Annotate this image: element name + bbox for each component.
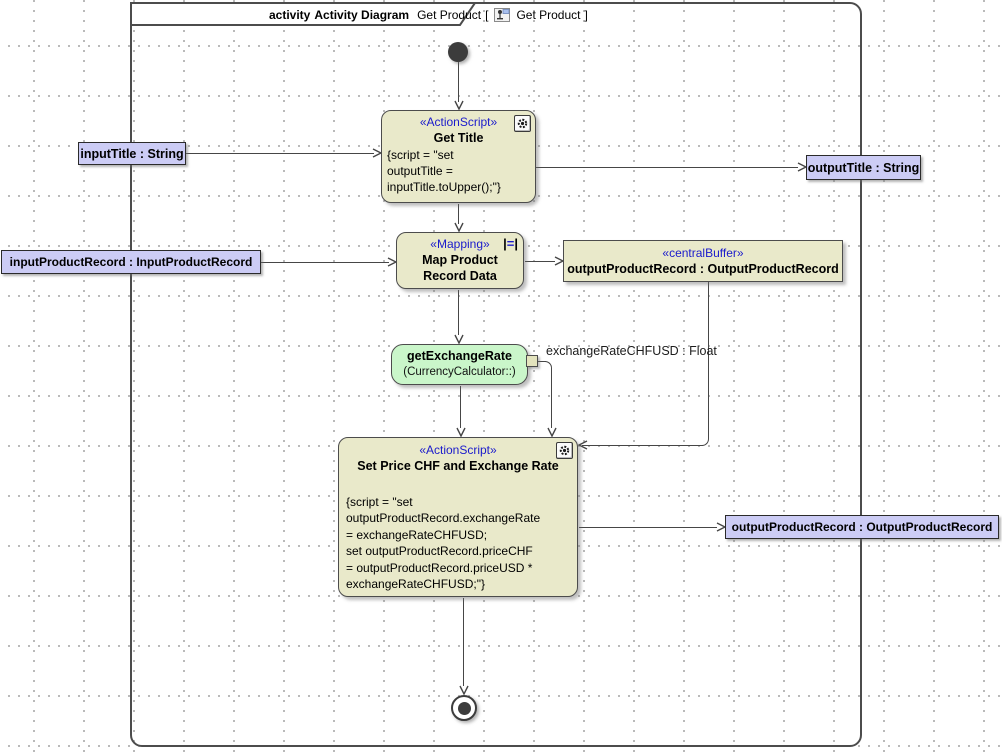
action-map-product-record-data[interactable]: «Mapping» Map Product Record Data |=| bbox=[396, 232, 524, 289]
object-node-input-product-record[interactable]: inputProductRecord : InputProductRecord bbox=[1, 250, 261, 274]
action-set-price-chf-and-exchange-rate[interactable]: «ActionScript» Set Price CHF and Exchang… bbox=[338, 437, 578, 597]
flow-pin-h[interactable] bbox=[538, 361, 546, 363]
initial-node[interactable] bbox=[448, 42, 468, 62]
flow-input-title[interactable] bbox=[186, 153, 374, 155]
flow-pin-v[interactable] bbox=[551, 368, 553, 428]
set-price-stereotype: «ActionScript» bbox=[419, 443, 497, 457]
flow-buffer-v[interactable] bbox=[708, 282, 710, 439]
central-buffer-stereotype: «centralBuffer» bbox=[662, 246, 744, 260]
flow-exchange-to-set-price-arrowhead[interactable] bbox=[456, 427, 466, 437]
flow-get-title-to-map[interactable] bbox=[458, 204, 460, 224]
frame-bracket-close: ] bbox=[584, 8, 588, 22]
gear-icon bbox=[556, 442, 573, 459]
object-node-input-title[interactable]: inputTitle : String bbox=[78, 142, 186, 165]
get-title-script: {script = "set outputTitle = inputTitle.… bbox=[387, 148, 501, 194]
flow-initial-arrowhead[interactable] bbox=[454, 100, 464, 110]
flow-map-to-exchange[interactable] bbox=[458, 290, 460, 335]
get-exchange-rate-qualifier: (CurrencyCalculator::) bbox=[403, 366, 516, 378]
flow-exchange-to-set-price[interactable] bbox=[460, 386, 462, 428]
activity-diagram-icon bbox=[494, 8, 511, 22]
object-node-output-title[interactable]: outputTitle : String bbox=[806, 155, 921, 180]
flow-input-product-record[interactable] bbox=[261, 262, 389, 264]
central-buffer-name: outputProductRecord : OutputProductRecor… bbox=[567, 262, 839, 276]
flow-output-product-record[interactable] bbox=[579, 527, 717, 529]
flow-buffer-arrowhead[interactable] bbox=[578, 440, 588, 450]
frame-keyword: activity bbox=[269, 8, 311, 22]
flow-output-title[interactable] bbox=[536, 167, 798, 169]
central-buffer-output-product-record[interactable]: «centralBuffer» outputProductRecord : Ou… bbox=[563, 240, 843, 282]
action-get-title[interactable]: «ActionScript» Get Title {script = "set … bbox=[381, 110, 536, 203]
output-title-label: outputTitle : String bbox=[807, 160, 920, 175]
frame-header[interactable]: activity Activity Diagram Get Product [ … bbox=[130, 1, 588, 26]
flow-set-price-to-final-arrowhead[interactable] bbox=[459, 685, 469, 695]
set-price-name: Set Price CHF and Exchange Rate bbox=[357, 459, 559, 473]
flow-buffer-h[interactable] bbox=[582, 445, 703, 447]
gear-icon bbox=[514, 115, 531, 132]
input-title-label: inputTitle : String bbox=[80, 146, 184, 161]
input-product-record-label: inputProductRecord : InputProductRecord bbox=[9, 255, 253, 269]
flow-initial-to-get-title[interactable] bbox=[458, 62, 460, 102]
get-exchange-rate-name: getExchangeRate bbox=[407, 349, 512, 363]
flow-set-price-to-final[interactable] bbox=[463, 598, 465, 686]
output-pin[interactable] bbox=[526, 355, 538, 367]
frame-diagram-name: Get Product bbox=[516, 8, 581, 22]
activity-frame[interactable] bbox=[130, 2, 862, 747]
frame-title: activity Activity Diagram Get Product [ … bbox=[269, 7, 588, 23]
object-node-output-product-record[interactable]: outputProductRecord : OutputProductRecor… bbox=[725, 515, 999, 539]
get-title-name: Get Title bbox=[433, 131, 484, 145]
frame-header-pentagon bbox=[130, 1, 477, 26]
flow-map-to-buffer[interactable] bbox=[525, 261, 555, 263]
frame-bracket-open: [ bbox=[485, 8, 489, 22]
call-get-exchange-rate[interactable]: getExchangeRate (CurrencyCalculator::) bbox=[391, 344, 528, 385]
flow-get-title-to-map-arrowhead[interactable] bbox=[454, 222, 464, 232]
frame-diagram-type: Activity Diagram bbox=[314, 8, 410, 22]
activity-final-node[interactable] bbox=[451, 695, 477, 721]
frame-context-name: Get Product bbox=[417, 8, 482, 22]
set-price-script: {script = "set outputProductRecord.excha… bbox=[346, 495, 541, 592]
output-product-record-label: outputProductRecord : OutputProductRecor… bbox=[731, 520, 993, 534]
final-node-dot bbox=[457, 701, 471, 715]
get-title-stereotype: «ActionScript» bbox=[419, 115, 498, 129]
exchange-rate-pin-label[interactable]: exchangeRateCHFUSD : Float bbox=[546, 344, 717, 358]
flow-pin-corner[interactable] bbox=[545, 361, 552, 368]
flow-map-to-exchange-arrowhead[interactable] bbox=[454, 334, 464, 344]
mapping-icon: |=| bbox=[503, 236, 518, 251]
map-product-stereotype: «Mapping» bbox=[430, 237, 490, 251]
map-product-name: Map Product Record Data bbox=[422, 253, 498, 283]
flow-pin-arrowhead[interactable] bbox=[547, 427, 557, 437]
